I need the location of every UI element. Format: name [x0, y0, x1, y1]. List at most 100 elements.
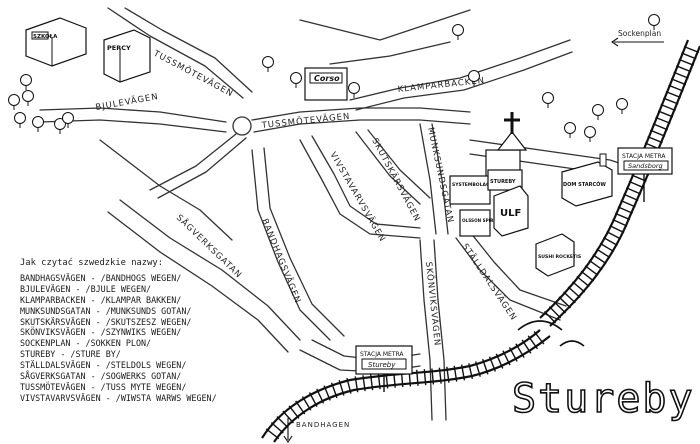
rail-tie — [663, 97, 679, 105]
legend-items: BANDHAGSVÄGEN - /BANDHOGS WEGEN/BJULEVÄG… — [20, 273, 270, 404]
rail-tie — [453, 365, 458, 382]
metro-sign-stureby-line2: Stureby — [368, 361, 396, 369]
rail-tie — [650, 129, 666, 137]
tree-icon — [14, 112, 26, 128]
school-label: SZKOŁA — [33, 34, 58, 40]
sockenplan-arrow — [611, 37, 664, 47]
sockenplan-label: Sockenplan — [618, 29, 662, 38]
rail-tie — [628, 180, 644, 189]
rail-tie — [301, 396, 312, 411]
tree-icon — [54, 118, 66, 134]
legend-item: SOCKENPLAN - /SOKKEN PLON/ — [20, 338, 152, 349]
rail-tie — [652, 123, 668, 131]
tree-icon — [262, 56, 274, 72]
rail-tie — [515, 343, 525, 358]
rail-tie — [323, 385, 331, 401]
rail-tie — [527, 335, 539, 350]
tree-icon — [648, 14, 660, 30]
rail-tie — [468, 363, 474, 380]
district-title: Stureby — [511, 375, 695, 423]
legend-item: VIVSTAVARVSVÄGEN - /WIWSTA WARWS WEGEN/ — [20, 392, 217, 403]
metro-sign-stureby-line1: STACJA METRA — [360, 351, 404, 358]
tree-icon — [20, 74, 32, 90]
rail-tie — [584, 265, 599, 276]
rail-tie — [609, 224, 625, 234]
olsson-building: OLSSON SPIRITUS — [459, 209, 504, 237]
rail-tie — [596, 248, 611, 259]
bandhagen-label: BANDHAGEN — [296, 421, 351, 429]
rail-tie — [567, 286, 581, 298]
tree-icon — [22, 90, 34, 106]
street-label-skonviksvagen: SKÖNVIKSVÄGEN — [423, 261, 443, 347]
rail-tie — [508, 347, 518, 362]
legend-item: KLAMPARBACKEN - /KLAMPAR BAKKEN/ — [20, 294, 182, 305]
street-label-vivstavarvsvagen: VIVSTAVARVSVÄGEN — [327, 150, 388, 244]
rail-tie — [265, 428, 280, 440]
rail-tie — [655, 116, 671, 125]
metro-sign-stureby: STACJA METRA Stureby — [355, 345, 413, 392]
percy-label: PERCY — [107, 44, 131, 52]
rail-tie — [660, 103, 676, 112]
rail-tie — [308, 392, 318, 407]
rail-tie — [270, 422, 284, 434]
dom-starcow-label: DOM STARCÓW — [563, 181, 606, 188]
tree-icon — [468, 70, 480, 86]
tree-icon — [62, 112, 74, 128]
rail-tie — [288, 405, 300, 419]
rail-tie — [438, 367, 442, 384]
tunnel-arc-2 — [559, 340, 585, 347]
rail-tie — [338, 380, 345, 396]
tree-icon — [542, 92, 554, 108]
shop-center-label: STUREBY — [490, 179, 516, 185]
rail-tie — [377, 373, 381, 390]
rail-tie — [502, 350, 511, 366]
road-network — [39, 7, 641, 421]
ulf-label: ULF — [500, 208, 521, 219]
legend-title: Jak czytać szwedzkie nazwy: — [20, 258, 163, 268]
bandhagen-arrow — [283, 418, 293, 443]
tree-icon — [616, 98, 628, 114]
tunnel-arc — [517, 320, 563, 331]
rail-tie — [416, 369, 419, 386]
rail-tie — [295, 400, 306, 415]
legend-item: STÄLLDALSVÄGEN - /STELDOLS WEGEN/ — [20, 360, 187, 371]
rail-tie — [276, 416, 289, 429]
rail-tie — [603, 236, 618, 246]
school-building: SZKOŁA — [25, 17, 87, 67]
metro-sign-sandsborg: STACJA METRA Sandsborg — [617, 147, 673, 202]
rail-tie — [431, 368, 435, 385]
rail-tie — [460, 364, 466, 381]
rail-tie — [606, 230, 622, 240]
tree-icon — [348, 82, 360, 98]
systembolaget-label: SYSTEMBOLAGET — [452, 182, 497, 188]
tree-icon — [8, 94, 20, 110]
rail-tie — [548, 306, 562, 319]
rail-tie — [354, 376, 359, 393]
rail-tie — [533, 331, 545, 345]
rail-tie — [681, 52, 697, 60]
rail-tie — [282, 410, 294, 424]
rail-tie — [665, 90, 682, 99]
street-label-tussmotevagen-mid: TUSSMÖTEVÄGEN — [260, 111, 351, 131]
street-label-stalldalsvagen: STÄLLDALSVÄGEN — [460, 242, 520, 323]
tree-icon — [290, 72, 302, 88]
trees — [8, 14, 660, 142]
rail-tie — [346, 377, 352, 394]
sushi-rocketis-building: SUSHI ROCKETIS — [535, 233, 581, 277]
metro-sign-sandsborg-line1: STACJA METRA — [622, 153, 666, 160]
street-label-tussmotevagen-top: TUSSMÖTEVÄGEN — [151, 47, 236, 99]
tree-icon — [564, 122, 576, 138]
rail-tie — [623, 193, 639, 202]
rail-tie — [614, 212, 631, 221]
rail-tie — [446, 366, 450, 383]
rail-tie — [617, 206, 633, 214]
rail-tie — [481, 358, 489, 375]
rail-tie — [668, 84, 684, 92]
metro-sign-sandsborg-line2: Sandsborg — [628, 162, 663, 170]
rail-tie — [316, 388, 325, 404]
rail-tie — [385, 372, 389, 389]
street-label-skutskarsvagen: SKUTSKÄRSVÄGEN — [369, 136, 423, 224]
rail-tie — [543, 310, 557, 324]
rail-tie — [423, 369, 427, 386]
